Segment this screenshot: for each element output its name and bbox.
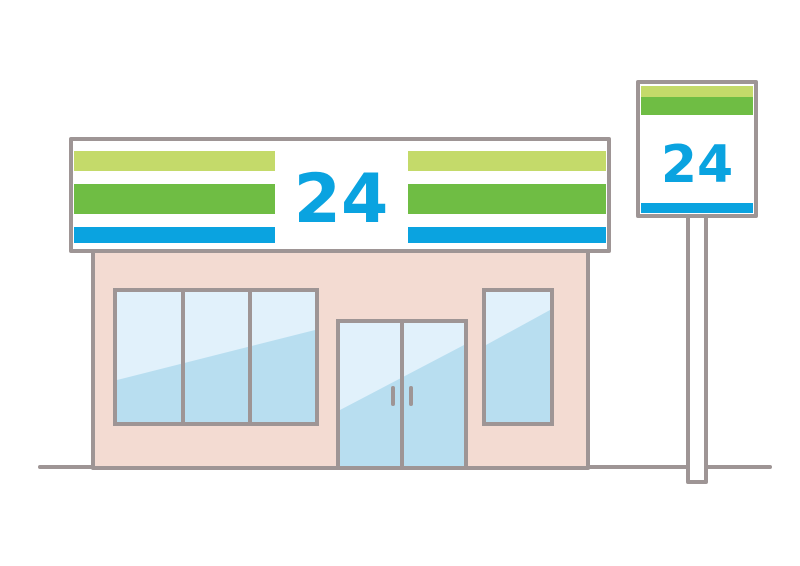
right-window: [482, 288, 554, 426]
pole: [686, 213, 708, 484]
pole-stripe-green: [641, 97, 753, 115]
store-building: [91, 248, 590, 470]
right-window-glare: [486, 292, 550, 345]
pole-stripe-blue: [641, 203, 753, 213]
stripe-blue-left: [74, 227, 275, 243]
stripe-green-right: [408, 184, 606, 214]
stripe-green-left: [74, 184, 275, 214]
stripe-blue-right: [408, 227, 606, 243]
stripe-light-green-left: [74, 151, 275, 171]
store-signboard: 24: [69, 137, 611, 253]
left-window: [113, 288, 319, 426]
pole-stripe-light-green: [641, 86, 753, 97]
store-door: [336, 319, 468, 470]
stripe-light-green-right: [408, 151, 606, 171]
store-sign-number: 24: [294, 160, 389, 239]
pole-sign-number: 24: [661, 135, 733, 195]
window-glare: [117, 292, 315, 380]
pole-sign: 24: [636, 80, 758, 484]
